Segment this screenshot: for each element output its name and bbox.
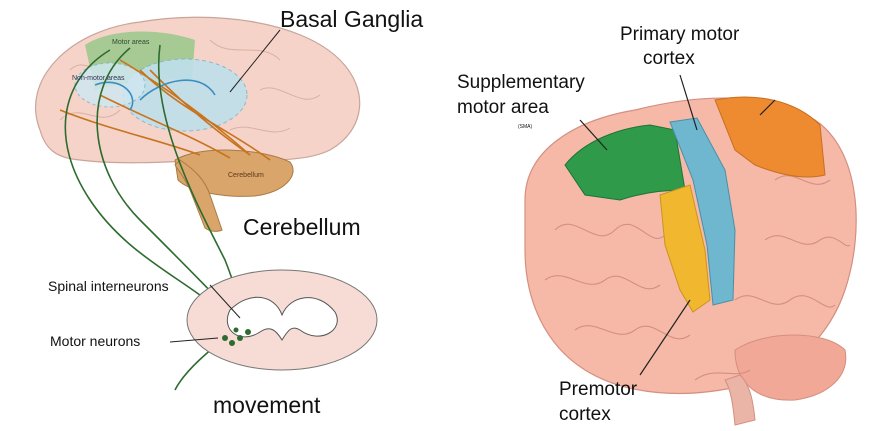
premotor-label-line1: Premotor [559,379,637,401]
primary-motor-label-line1: Primary motor [620,24,739,46]
movement-label: movement [213,392,320,418]
motor-cortex-diagram: (SMA) Primary motor cortex Supplementary… [435,0,874,431]
motor-areas-label: Motor areas [112,39,150,46]
motor-neurons-label: Motor neurons [50,333,140,349]
premotor-label-line2: cortex [559,404,611,426]
primary-motor-label-line2: cortex [643,48,695,70]
cerebellum-inner-label: Cerebellum [228,172,264,179]
non-motor-areas-label: Non-motor areas [72,75,125,82]
basal-ganglia-region [123,59,247,131]
cerebellum-label: Cerebellum [243,214,361,240]
sma-label-line2: motor area [457,97,549,119]
sma-abbrev-label: (SMA) [518,124,533,130]
spinal-interneurons-label: Spinal interneurons [48,278,169,294]
cerebellum [735,335,846,400]
motor-pathway-diagram: Motor areas Non-motor areas Cerebellum B… [0,0,435,431]
motor-pathway-illustration: Motor areas Non-motor areas Cerebellum [0,0,435,431]
basal-ganglia-label: Basal Ganglia [280,6,423,32]
sma-label-line1: Supplementary [457,72,585,94]
